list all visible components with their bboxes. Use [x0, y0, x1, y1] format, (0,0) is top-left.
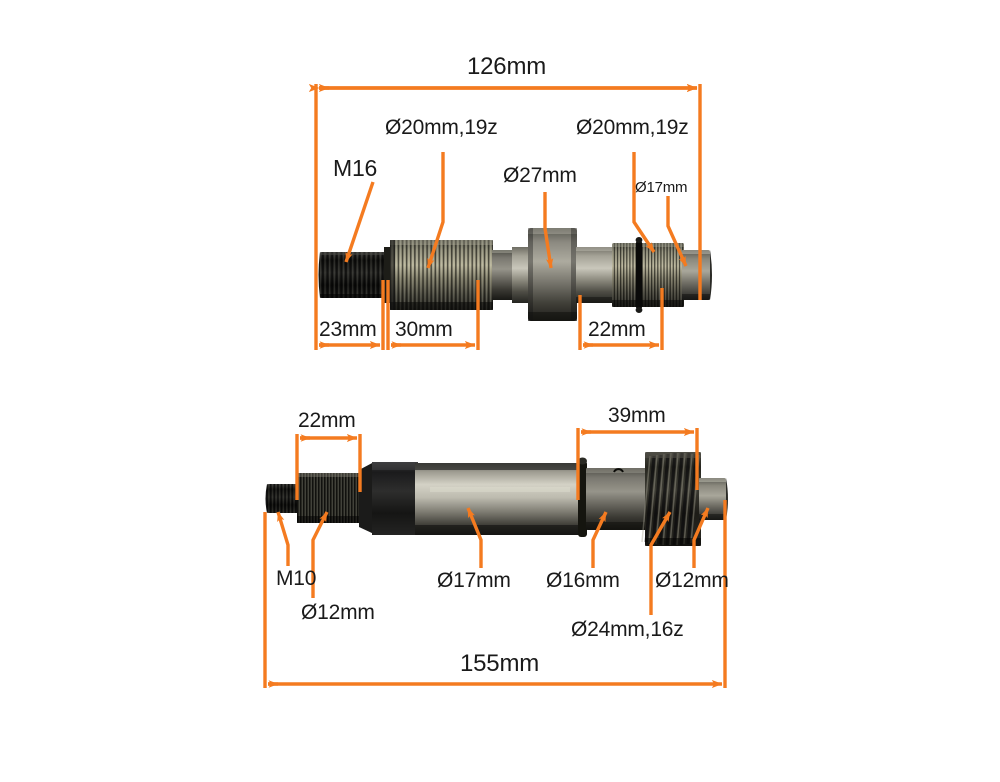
leader-m10	[276, 511, 290, 566]
leader-m16	[344, 181, 375, 263]
dim-label-22mm-lower: 22mm	[298, 409, 356, 432]
callout-lower-d17: Ø17mm	[437, 569, 511, 592]
leader-d12-left	[311, 511, 329, 598]
callout-lower-d12-right: Ø12mm	[655, 569, 729, 592]
upper-end-d17	[682, 250, 712, 300]
upper-m16-thread	[318, 252, 386, 298]
leader-d17-lower	[466, 507, 483, 568]
dim-label-30mm: 30mm	[395, 318, 453, 341]
upper-mid-body	[576, 247, 614, 303]
leader-d12-right	[692, 507, 710, 568]
dim-label-22mm-upper: 22mm	[588, 318, 646, 341]
dim-label-39mm: 39mm	[608, 404, 666, 427]
callout-upper-m16: M16	[333, 155, 378, 181]
callout-upper-spline-left: Ø20mm,19z	[385, 116, 498, 139]
leader-d24	[649, 511, 672, 615]
lower-shaft-illustration	[265, 452, 728, 546]
dim-label-126mm: 126mm	[467, 53, 547, 80]
lower-gear-d24	[641, 452, 701, 546]
upper-left-spline	[390, 240, 493, 310]
upper-collar	[528, 228, 577, 321]
callout-upper-d27: Ø27mm	[503, 164, 577, 187]
upper-shaft-illustration	[318, 228, 712, 321]
upper-shaft-annotations	[308, 83, 702, 350]
leader-spline-right	[632, 152, 656, 253]
callout-upper-d17: Ø17mm	[635, 179, 688, 196]
lower-shaft-annotations	[263, 427, 727, 689]
callout-lower-m10: M10	[276, 567, 317, 590]
lower-ring	[578, 457, 587, 537]
leader-d17-upper	[666, 196, 688, 267]
upper-step-1	[492, 250, 514, 300]
upper-right-spline	[612, 237, 684, 313]
lower-m10-thread	[265, 484, 299, 513]
lower-black-body	[359, 462, 418, 535]
callout-lower-d24: Ø24mm,16z	[571, 618, 684, 641]
callout-lower-d12-left: Ø12mm	[301, 601, 375, 624]
lower-seat-d16	[586, 468, 648, 530]
dim-label-155mm: 155mm	[460, 650, 540, 677]
dim-label-23mm: 23mm	[319, 318, 377, 341]
callout-lower-d16: Ø16mm	[546, 569, 620, 592]
leader-spline-left	[426, 152, 445, 269]
lower-body-d17	[415, 463, 581, 535]
leader-d27	[543, 192, 554, 269]
leader-d16	[591, 511, 608, 568]
callout-upper-spline-right: Ø20mm,19z	[576, 116, 689, 139]
lower-spline-d12	[297, 473, 361, 523]
